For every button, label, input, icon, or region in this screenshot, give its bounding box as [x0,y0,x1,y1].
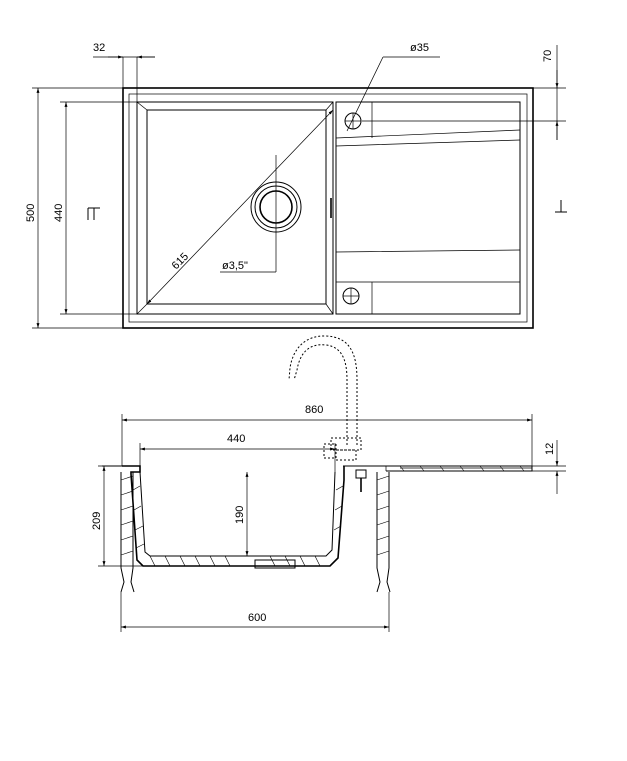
dim-600: 600 [248,612,266,624]
bowl-section-inner [139,471,336,557]
sink-outline [122,87,534,329]
dim-32: 32 [93,42,105,54]
dim-615: 615 [170,251,191,272]
drainer-profile [343,465,533,472]
dim-440-top: 440 [53,204,65,222]
dim-209: 209 [91,512,103,530]
bowl-inner [146,109,327,305]
sink-inner-outline [128,93,528,323]
side-view: 860 440 12 209 190 600 [91,335,566,632]
top-view: 615 ø3,5" ø35 32 70 500 440 [25,42,567,329]
right-cabinet-wall [376,472,391,593]
drainer-outline [335,101,521,315]
bowl-outline [136,101,334,315]
dim-d35-waste: ø3,5" [222,260,248,272]
dim-190: 190 [234,506,246,524]
dim-12: 12 [544,443,556,455]
left-cabinet-wall [120,472,135,593]
dim-d35: ø35 [410,42,429,54]
dim-860: 860 [305,404,323,416]
faucet-outline [288,335,358,445]
bowl-section-outer [122,465,345,567]
dim-70: 70 [542,50,554,62]
dim-440-side: 440 [227,433,245,445]
dim-500: 500 [25,204,37,222]
